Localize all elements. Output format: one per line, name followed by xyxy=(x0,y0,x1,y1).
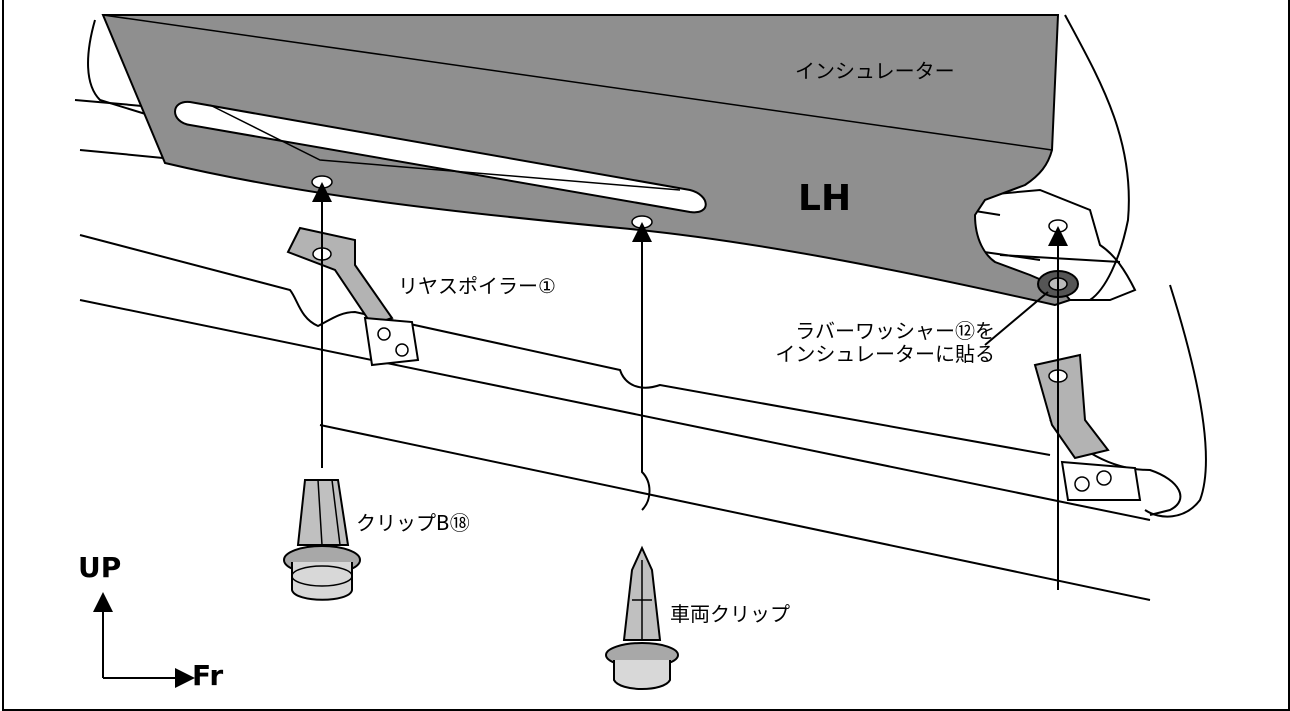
vehicle-clip-part xyxy=(605,545,679,690)
insulator-hole-right xyxy=(1048,219,1068,233)
insulator-fold-line xyxy=(102,14,1053,151)
rubber-washer-leader xyxy=(984,291,1049,346)
up-label: UP xyxy=(78,551,122,584)
insulator-hole-center xyxy=(631,215,653,229)
insulator-slot xyxy=(174,100,707,214)
insulator-slot-fold xyxy=(209,104,681,191)
left-bracket xyxy=(286,226,420,367)
insulator-label: インシュレーター xyxy=(795,59,955,83)
front-label: Fr xyxy=(192,659,224,692)
vehicle-clip-label: 車両クリップ xyxy=(670,602,790,626)
rubber-washer-label-line1: ラバーワッシャー⑫を xyxy=(795,319,995,343)
insulator-hole-left xyxy=(311,175,333,189)
rubber-washer-label-line2: インシュレーターに貼る xyxy=(775,342,995,366)
clip-b-part xyxy=(283,479,361,601)
direction-indicator xyxy=(93,592,195,688)
rubber-washer-label: ラバーワッシャー⑫を インシュレーターに貼る xyxy=(705,320,995,366)
side-label: LH xyxy=(798,178,852,219)
assembly-guide-lines xyxy=(312,182,1068,590)
right-bracket xyxy=(1033,353,1142,501)
rear-spoiler-label: リヤスポイラー① xyxy=(398,274,556,298)
insulator-panel xyxy=(101,14,1072,307)
clip-b-label: クリップB⑱ xyxy=(356,511,470,535)
